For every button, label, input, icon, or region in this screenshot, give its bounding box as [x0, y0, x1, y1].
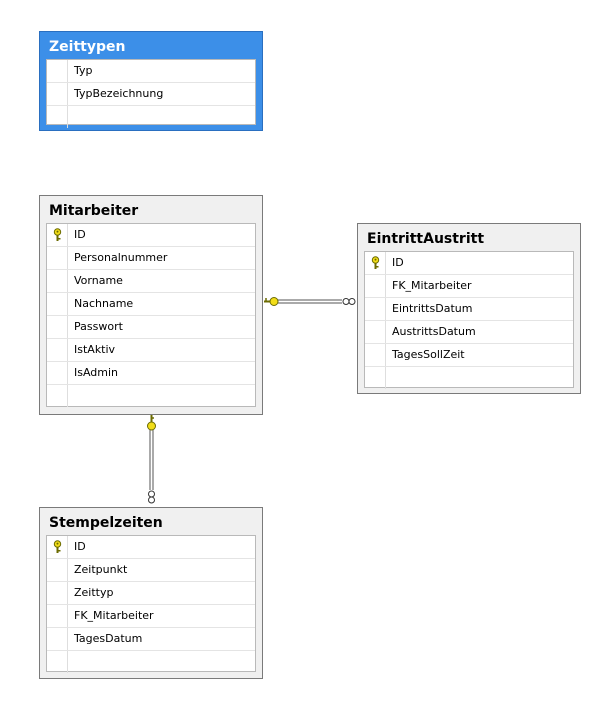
- column-name: Personalnummer: [74, 251, 168, 264]
- relationship-mitarbeiter-stempelzeiten[interactable]: [147, 415, 156, 504]
- column-row[interactable]: TypBezeichnung: [47, 83, 255, 106]
- new-column-row[interactable]: [47, 106, 255, 128]
- column-row[interactable]: Zeitpunkt: [47, 559, 255, 582]
- column-row[interactable]: Vorname: [47, 270, 255, 293]
- row-selector[interactable]: [365, 344, 386, 366]
- table-eintrittaustritt[interactable]: EintrittAustritt ID FK_Mitarbeiter Eintr…: [357, 223, 581, 394]
- column-row[interactable]: Zeittyp: [47, 582, 255, 605]
- table-mitarbeiter[interactable]: Mitarbeiter ID Personalnummer Vorname Na…: [39, 195, 263, 415]
- row-selector[interactable]: [47, 270, 68, 292]
- table-title: Zeittypen: [49, 39, 126, 55]
- column-name: ID: [74, 540, 86, 553]
- column-name: IsAdmin: [74, 366, 119, 379]
- column-row[interactable]: TagesDatum: [47, 628, 255, 651]
- table-title: EintrittAustritt: [367, 231, 485, 247]
- key-icon: [264, 297, 279, 306]
- row-selector[interactable]: [47, 651, 68, 673]
- table-zeittypen[interactable]: Zeittypen Typ TypBezeichnung: [39, 31, 263, 131]
- row-selector[interactable]: [365, 252, 386, 274]
- row-selector[interactable]: [47, 247, 68, 269]
- column-row[interactable]: Nachname: [47, 293, 255, 316]
- table-title: Stempelzeiten: [49, 515, 163, 531]
- column-row[interactable]: IstAktiv: [47, 339, 255, 362]
- row-selector[interactable]: [47, 316, 68, 338]
- column-row[interactable]: AustrittsDatum: [365, 321, 573, 344]
- column-name: TagesDatum: [74, 632, 143, 645]
- row-selector[interactable]: [47, 559, 68, 581]
- row-selector[interactable]: [47, 106, 68, 128]
- column-name: IstAktiv: [74, 343, 116, 356]
- key-icon: [53, 228, 62, 241]
- column-row[interactable]: ID: [365, 252, 573, 275]
- row-selector[interactable]: [365, 298, 386, 320]
- key-icon: [371, 256, 380, 269]
- column-name: EintrittsDatum: [392, 302, 473, 315]
- column-row[interactable]: Typ: [47, 60, 255, 83]
- column-row[interactable]: FK_Mitarbeiter: [47, 605, 255, 628]
- column-row[interactable]: ID: [47, 536, 255, 559]
- column-list: ID Personalnummer Vorname Nachname Passw…: [46, 223, 256, 407]
- row-selector[interactable]: [365, 367, 386, 389]
- column-name: ID: [74, 228, 86, 241]
- row-selector[interactable]: [47, 362, 68, 384]
- column-name: Passwort: [74, 320, 123, 333]
- column-row[interactable]: IsAdmin: [47, 362, 255, 385]
- row-selector[interactable]: [47, 339, 68, 361]
- row-selector[interactable]: [47, 60, 68, 82]
- column-row[interactable]: ID: [47, 224, 255, 247]
- column-name: ID: [392, 256, 404, 269]
- relationship-mitarbeiter-eintrittaustritt[interactable]: [264, 297, 356, 306]
- column-list: ID Zeitpunkt Zeittyp FK_Mitarbeiter Tage…: [46, 535, 256, 673]
- row-selector[interactable]: [47, 83, 68, 105]
- row-selector[interactable]: [365, 321, 386, 343]
- column-name: Zeittyp: [74, 586, 114, 599]
- row-selector[interactable]: [47, 224, 68, 246]
- row-selector[interactable]: [47, 605, 68, 627]
- key-icon: [53, 540, 62, 553]
- new-column-row[interactable]: [47, 385, 255, 407]
- infinity-icon: [342, 298, 356, 305]
- column-name: FK_Mitarbeiter: [74, 609, 154, 622]
- row-selector[interactable]: [47, 628, 68, 650]
- column-row[interactable]: Passwort: [47, 316, 255, 339]
- column-name: Zeitpunkt: [74, 563, 128, 576]
- row-selector[interactable]: [47, 536, 68, 558]
- row-selector[interactable]: [47, 582, 68, 604]
- row-selector[interactable]: [47, 293, 68, 315]
- new-column-row[interactable]: [365, 367, 573, 389]
- column-list: Typ TypBezeichnung: [46, 59, 256, 128]
- column-row[interactable]: Personalnummer: [47, 247, 255, 270]
- column-name: Vorname: [74, 274, 123, 287]
- infinity-icon: [148, 490, 155, 504]
- new-column-row[interactable]: [47, 651, 255, 673]
- column-row[interactable]: TagesSollZeit: [365, 344, 573, 367]
- table-stempelzeiten[interactable]: Stempelzeiten ID Zeitpunkt Zeittyp FK_Mi…: [39, 507, 263, 679]
- column-name: Nachname: [74, 297, 134, 310]
- key-icon: [147, 415, 156, 431]
- column-name: TagesSollZeit: [392, 348, 465, 361]
- column-name: FK_Mitarbeiter: [392, 279, 472, 292]
- column-name: AustrittsDatum: [392, 325, 476, 338]
- column-row[interactable]: EintrittsDatum: [365, 298, 573, 321]
- column-name: TypBezeichnung: [74, 87, 164, 100]
- column-row[interactable]: FK_Mitarbeiter: [365, 275, 573, 298]
- table-title: Mitarbeiter: [49, 203, 139, 219]
- row-selector[interactable]: [47, 385, 68, 407]
- column-name: Typ: [74, 64, 93, 77]
- column-list: ID FK_Mitarbeiter EintrittsDatum Austrit…: [364, 251, 574, 389]
- row-selector[interactable]: [365, 275, 386, 297]
